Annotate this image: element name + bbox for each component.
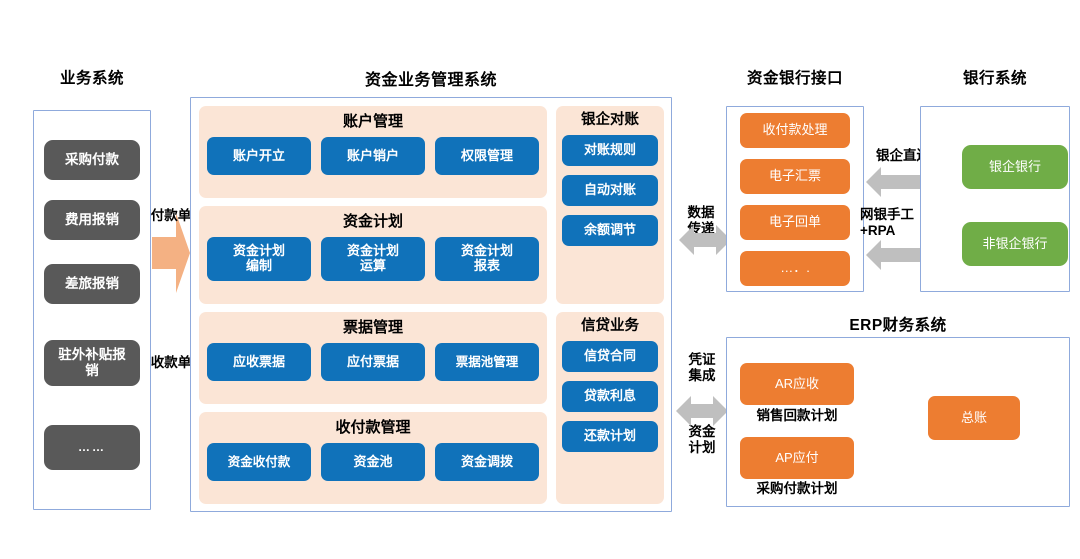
bank-interface-item-2[interactable]: 电子回单 xyxy=(740,205,850,240)
group-title: 信贷业务 xyxy=(581,318,639,334)
treasury-item-bill-pool[interactable]: 票据池管理 xyxy=(435,343,539,381)
item-label: 资金计划编制 xyxy=(232,243,285,273)
bank-system-item-1[interactable]: 非银企银行 xyxy=(962,222,1068,266)
item-label: 账户开立 xyxy=(232,147,285,163)
treasury-item-fundplan-report[interactable]: 资金计划报表 xyxy=(435,237,539,281)
business-item-label: 驻外补贴报销 xyxy=(58,347,126,378)
business-item-label: …… xyxy=(78,439,106,454)
item-label: 票据池管理 xyxy=(455,354,519,369)
business-item-0[interactable]: 采购付款 xyxy=(44,140,140,180)
business-item-3[interactable]: 驻外补贴报销 xyxy=(44,340,140,386)
business-system-title: 业务系统 xyxy=(59,70,124,87)
group-title: 资金计划 xyxy=(342,213,403,230)
item-label: 电子回单 xyxy=(768,214,821,230)
bank-interface-item-1[interactable]: 电子汇票 xyxy=(740,159,850,194)
bank-system-title: 银行系统 xyxy=(962,70,1027,87)
treasury-item-fund-pool[interactable]: 资金池 xyxy=(321,443,425,481)
treasury-item-account-open[interactable]: 账户开立 xyxy=(207,137,311,175)
item-label: 银企银行 xyxy=(988,158,1041,174)
group-title: 账户管理 xyxy=(342,113,403,130)
item-label: 资金计划运算 xyxy=(346,243,399,273)
data-transfer-label: 数据 传递 xyxy=(687,205,715,236)
voucher-integration-label: 凭证 集成 xyxy=(688,352,716,383)
treasury-group-account: 账户管理 账户开立 账户销户 权限管理 xyxy=(199,106,547,198)
payment-flow-arrow xyxy=(152,213,190,293)
treasury-item-credit-contract[interactable]: 信贷合同 xyxy=(562,340,658,372)
fund-plan-label: 资金 计划 xyxy=(688,424,716,455)
item-label: 权限管理 xyxy=(460,147,513,163)
bank-system-item-0[interactable]: 银企银行 xyxy=(962,145,1068,189)
erp-system-title: ERP财务系统 xyxy=(849,317,947,334)
item-label: 电子汇票 xyxy=(768,168,821,184)
payment-order-label: 付款单 xyxy=(150,208,192,223)
item-label: …．. xyxy=(780,260,810,276)
business-item-label: 采购付款 xyxy=(65,152,119,168)
business-item-label: 费用报销 xyxy=(65,212,119,228)
business-item-label: 差旅报销 xyxy=(65,276,119,292)
treasury-item-fundplan-make[interactable]: 资金计划编制 xyxy=(207,237,311,281)
receipt-order-label: 收款单 xyxy=(150,355,192,370)
item-label: 贷款利息 xyxy=(583,387,636,403)
item-label: 收付款处理 xyxy=(762,122,828,138)
item-label: 资金计划报表 xyxy=(460,243,513,273)
item-label: 余额调节 xyxy=(583,221,636,237)
item-label: 非银企银行 xyxy=(982,235,1048,251)
treasury-item-fundplan-calc[interactable]: 资金计划运算 xyxy=(321,237,425,281)
treasury-system-title: 资金业务管理系统 xyxy=(364,72,497,89)
treasury-group-credit: 信贷业务 信贷合同 贷款利息 还款计划 xyxy=(556,312,664,504)
treasury-group-reconciliation: 银企对账 对账规则 自动对账 余额调节 xyxy=(556,106,664,304)
business-item-1[interactable]: 费用报销 xyxy=(44,200,140,240)
item-label: 资金池 xyxy=(353,453,393,469)
group-title: 票据管理 xyxy=(342,319,403,336)
treasury-group-bill: 票据管理 应收票据 应付票据 票据池管理 xyxy=(199,312,547,404)
bank-interface-item-0[interactable]: 收付款处理 xyxy=(740,113,850,148)
treasury-item-bill-receivable[interactable]: 应收票据 xyxy=(207,343,311,381)
treasury-item-account-close[interactable]: 账户销户 xyxy=(321,137,425,175)
treasury-group-settlement: 收付款管理 资金收付款 资金池 资金调拨 xyxy=(199,412,547,504)
bank-direct-label: 银企直连 xyxy=(876,148,930,163)
business-item-4[interactable]: …… xyxy=(44,425,140,470)
treasury-item-balance-adjust[interactable]: 余额调节 xyxy=(562,214,658,246)
item-label: AP应付 xyxy=(775,449,819,465)
item-label: 自动对账 xyxy=(583,181,636,197)
treasury-item-fund-transfer[interactable]: 资金调拨 xyxy=(435,443,539,481)
treasury-item-permission[interactable]: 权限管理 xyxy=(435,137,539,175)
item-label: 应收票据 xyxy=(232,353,285,369)
item-label: 资金收付款 xyxy=(227,454,291,469)
bank-interface-title: 资金银行接口 xyxy=(746,70,843,87)
erp-caption-sales: 销售回款计划 xyxy=(756,408,838,423)
bank-interface-item-3[interactable]: …．. xyxy=(740,251,850,286)
treasury-item-bill-payable[interactable]: 应付票据 xyxy=(321,343,425,381)
erp-item-ar[interactable]: AR应收 xyxy=(740,363,854,405)
erp-item-ledger[interactable]: 总账 xyxy=(928,396,1020,440)
group-title: 收付款管理 xyxy=(335,419,411,436)
ebank-manual-label: 网银手工 +RPA xyxy=(860,207,914,238)
group-title: 银企对账 xyxy=(581,112,639,128)
business-item-2[interactable]: 差旅报销 xyxy=(44,264,140,304)
item-label: 对账规则 xyxy=(583,141,636,157)
erp-transfer-arrow xyxy=(676,396,728,426)
item-label: 应付票据 xyxy=(346,353,399,369)
treasury-item-auto-recon[interactable]: 自动对账 xyxy=(562,174,658,206)
treasury-group-fundplan: 资金计划 资金计划编制 资金计划运算 资金计划报表 xyxy=(199,206,547,304)
item-label: 信贷合同 xyxy=(583,347,636,363)
item-label: AR应收 xyxy=(774,375,820,391)
treasury-item-loan-interest[interactable]: 贷款利息 xyxy=(562,380,658,412)
erp-item-ap[interactable]: AP应付 xyxy=(740,437,854,479)
treasury-item-repayment-plan[interactable]: 还款计划 xyxy=(562,420,658,452)
item-label: 资金调拨 xyxy=(460,453,513,469)
treasury-item-settle-pay[interactable]: 资金收付款 xyxy=(207,443,311,481)
data-transfer-arrow xyxy=(679,225,731,255)
item-label: 总账 xyxy=(960,409,987,425)
treasury-item-recon-rule[interactable]: 对账规则 xyxy=(562,134,658,166)
erp-caption-purchase: 采购付款计划 xyxy=(756,481,838,496)
item-label: 账户销户 xyxy=(346,147,399,163)
ebank-manual-arrow xyxy=(866,240,935,270)
item-label: 还款计划 xyxy=(583,427,636,443)
bank-direct-arrow xyxy=(866,167,935,197)
